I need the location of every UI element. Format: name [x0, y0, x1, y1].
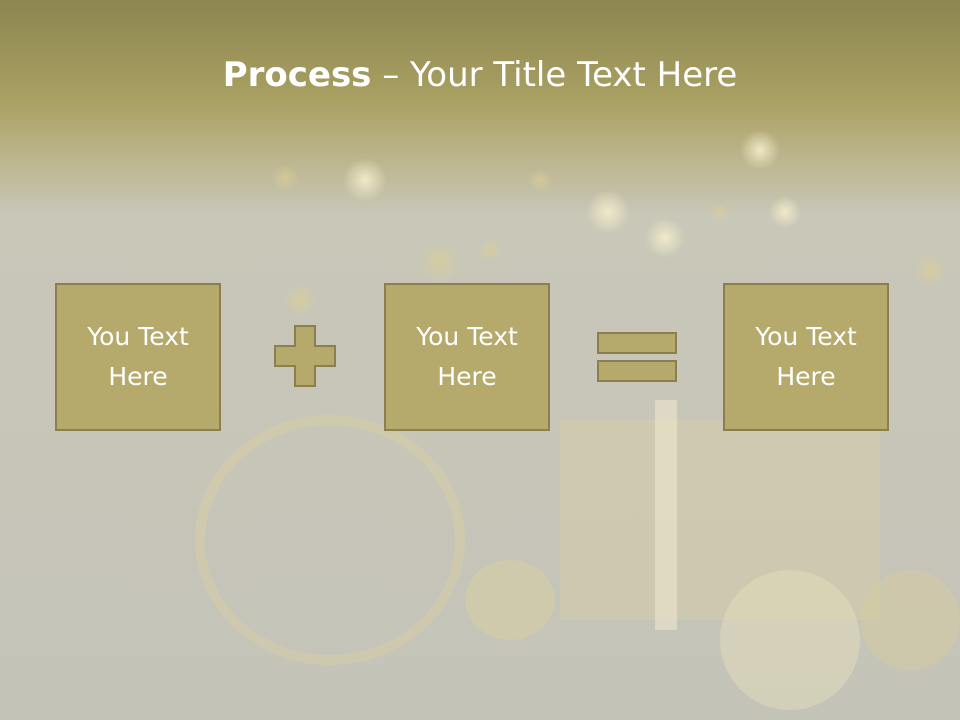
- process-box-1[interactable]: You Text Here: [55, 283, 221, 431]
- equals-icon: [597, 332, 677, 382]
- title-rest: – Your Title Text Here: [371, 55, 738, 95]
- process-box-3[interactable]: You Text Here: [723, 283, 889, 431]
- title-bold: Process: [222, 55, 372, 95]
- plus-icon: [274, 325, 336, 387]
- process-box-2[interactable]: You Text Here: [384, 283, 550, 431]
- slide-title: Process – Your Title Text Here: [0, 52, 960, 98]
